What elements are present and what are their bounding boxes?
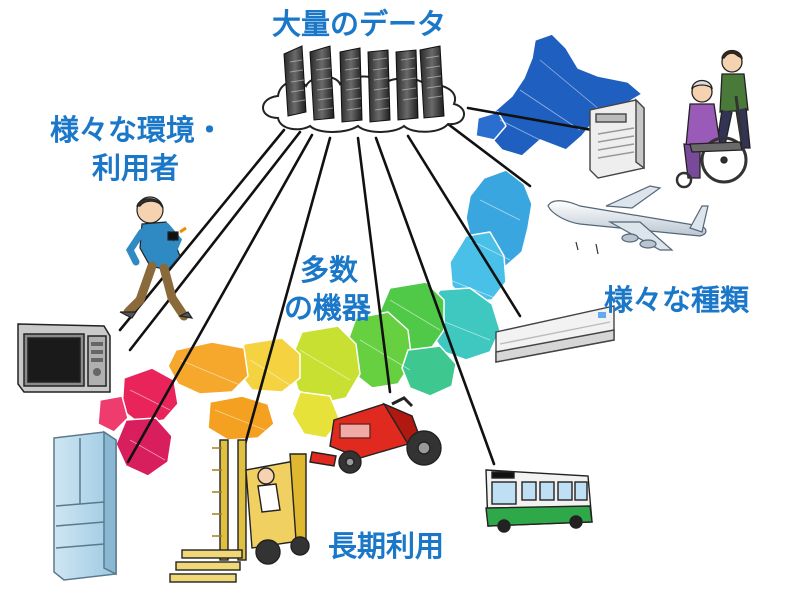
map-region-chugoku-east (237, 337, 301, 393)
connector-lines (118, 106, 594, 466)
line-to-air-conditioner (406, 134, 522, 318)
line-to-forklift (242, 136, 332, 450)
refrigerator-icon (53, 430, 117, 581)
line-to-airplane (446, 122, 532, 188)
map-region-kyushu (115, 417, 173, 477)
map-texture (129, 59, 601, 461)
label-devices: の機器 (284, 291, 372, 325)
label-users: 利用者 (92, 151, 180, 185)
wheelchair-caregiver-icon (675, 49, 751, 189)
line-to-runner (118, 128, 286, 332)
bus-icon (485, 469, 593, 533)
line-to-bus (374, 136, 496, 466)
label-long-term-use: 長期利用 (328, 529, 445, 563)
line-to-refrigerator (126, 133, 314, 464)
map-region-tohoku-south (449, 231, 507, 303)
forklift-icon (169, 439, 310, 583)
line-to-tractor (356, 136, 392, 394)
map-region-chubu-east (401, 345, 457, 397)
label-various-types: 様々な種類 (604, 283, 750, 317)
microwave-icon (17, 323, 111, 393)
label-many: 多数 (300, 253, 359, 287)
label-various-environments: 様々な環境・ (50, 113, 225, 147)
line-to-microwave (128, 130, 302, 352)
runner-icon (119, 196, 194, 321)
air-conditioner-icon (495, 305, 615, 363)
line-to-heater (466, 106, 594, 132)
server-rack-icon (283, 45, 445, 123)
airplane-icon (547, 185, 709, 255)
tractor-icon (309, 396, 442, 474)
map-region-hokkaido (485, 33, 643, 157)
map-region-kyushu-south (97, 395, 129, 433)
heater-icon (589, 98, 645, 179)
label-large-data: 大量のデータ (272, 7, 447, 41)
map-region-shikoku (207, 395, 275, 441)
map-region-kansai-south (291, 391, 341, 439)
map-region-kyushu-north (121, 367, 179, 425)
